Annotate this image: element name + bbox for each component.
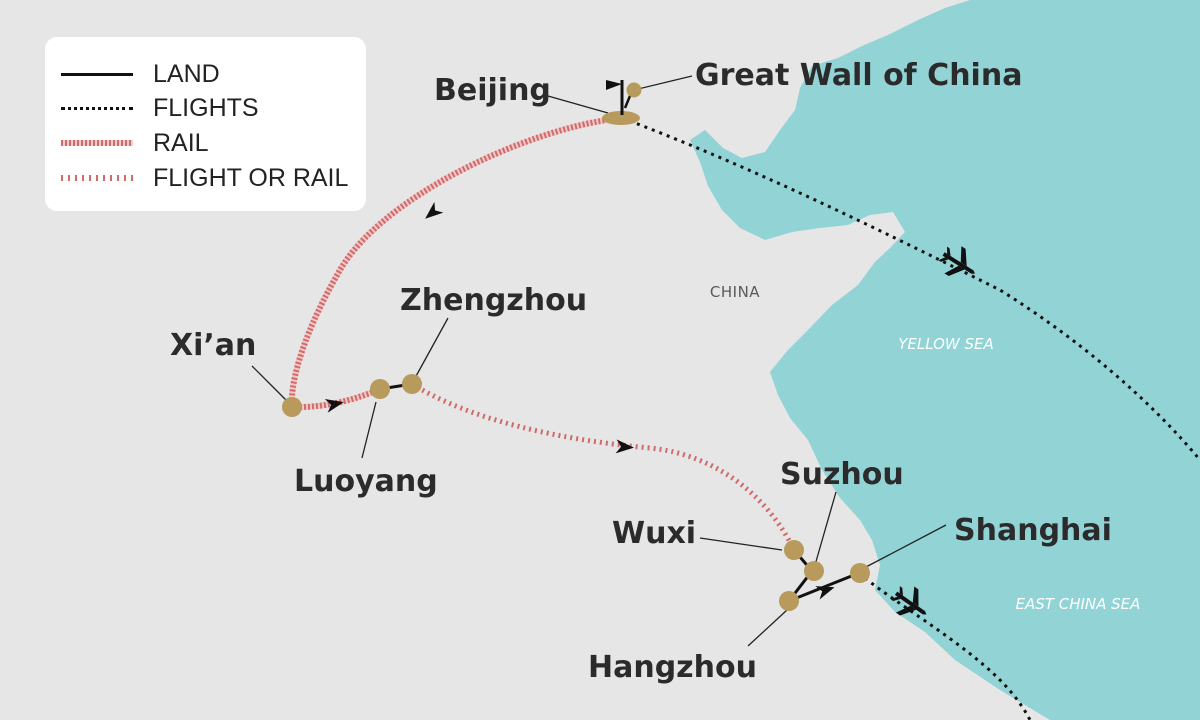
hangzhou-marker[interactable] <box>779 591 799 611</box>
city-label-shanghai: Shanghai <box>954 513 1112 548</box>
city-label-suzhou: Suzhou <box>780 457 904 492</box>
legend-item-land: LAND <box>61 59 220 89</box>
legend-swatch-flights <box>61 106 133 110</box>
xian-marker[interactable] <box>282 397 302 417</box>
sea-area <box>690 0 1200 720</box>
legend: LAND FLIGHTS RAIL FLIGHT OR RAIL <box>45 37 366 211</box>
suzhou-marker[interactable] <box>804 561 824 581</box>
city-label-wuxi: Wuxi <box>612 516 696 551</box>
legend-item-flight-or-rail: FLIGHT OR RAIL <box>61 163 348 193</box>
wuxi-marker[interactable] <box>784 540 804 560</box>
beijing-marker[interactable] <box>602 111 640 125</box>
legend-swatch-rail <box>61 140 133 146</box>
country-label: CHINA <box>710 283 760 301</box>
legend-swatch-flight-or-rail <box>61 175 133 181</box>
legend-label-rail: RAIL <box>153 128 209 157</box>
rail-route-beijing-xian <box>288 115 621 408</box>
city-label-xian: Xi’an <box>170 328 256 363</box>
legend-label-land: LAND <box>153 59 220 88</box>
plane-icon <box>890 586 927 616</box>
legend-swatch-land <box>61 72 133 76</box>
legend-label-flight-or-rail: FLIGHT OR RAIL <box>153 163 349 192</box>
legend-label-flights: FLIGHTS <box>153 93 259 122</box>
city-label-great-wall: Great Wall of China <box>695 58 1022 93</box>
leader-line <box>251 75 947 647</box>
plane-icon <box>938 246 975 277</box>
shanghai-marker[interactable] <box>850 563 870 583</box>
legend-item-rail: RAIL <box>61 128 209 158</box>
luoyang-marker[interactable] <box>370 379 390 399</box>
zhengzhou-marker[interactable] <box>402 374 422 394</box>
city-label-beijing: Beijing <box>434 73 551 108</box>
flight-route <box>621 116 1200 720</box>
great-wall-marker[interactable] <box>626 82 642 98</box>
river <box>989 0 1200 212</box>
east-china-sea-label: EAST CHINA SEA <box>1016 595 1141 613</box>
arrow-icon <box>324 201 835 600</box>
legend-item-flights: FLIGHTS <box>61 93 259 123</box>
yellow-sea-label: YELLOW SEA <box>898 335 994 353</box>
city-label-luoyang: Luoyang <box>294 464 438 499</box>
city-label-hangzhou: Hangzhou <box>588 650 757 685</box>
city-label-zhengzhou: Zhengzhou <box>400 283 587 318</box>
